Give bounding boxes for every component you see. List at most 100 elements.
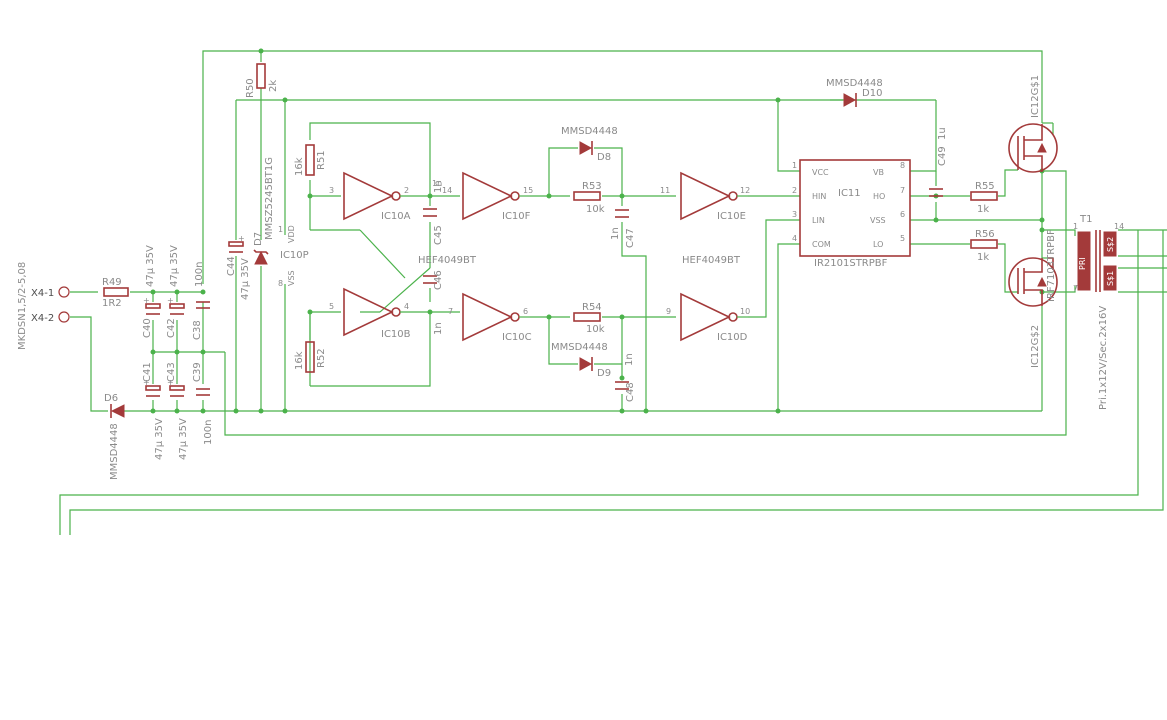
c45-name: C45 (433, 225, 444, 245)
ic10f-label: IC10F (502, 211, 531, 222)
capacitor-c46[interactable]: C46 1n (423, 270, 444, 335)
svg-text:2: 2 (404, 186, 409, 195)
d9-part: MMSD4448 (551, 342, 608, 353)
resistor-r52[interactable]: 16k R52 (294, 341, 327, 373)
d9-name: D9 (597, 368, 611, 379)
c49-value: 1u (937, 127, 948, 140)
r55-name: R55 (975, 181, 995, 192)
connector-x4[interactable]: X4-1 X4-2 MKDSN1,5/2-5,08 (17, 262, 70, 350)
inverter-ic10d[interactable]: 9 10 IC10D (666, 292, 750, 343)
resistor-r55[interactable]: R55 1k (970, 181, 998, 215)
svg-text:9: 9 (666, 307, 671, 316)
ic10c-label: IC10C (502, 332, 532, 343)
svg-text:HIN: HIN (812, 192, 826, 201)
resistor-r49[interactable]: R49 1R2 (102, 277, 129, 309)
inverter-ic10f[interactable]: 14 15 IC10F (442, 171, 533, 222)
mosfet-ic12g1[interactable]: IC12G$1 (1008, 75, 1058, 173)
mosfet-ic12g2[interactable]: IC12G$2 (1008, 257, 1058, 368)
capacitor-c49[interactable]: C49 1u (929, 127, 948, 197)
diode-d8[interactable]: D8 MMSD4448 (561, 126, 618, 163)
capacitor-c42[interactable]: + 47µ 35V C42 (166, 245, 185, 338)
d6-part: MMSD4448 (109, 423, 120, 480)
capacitor-c45[interactable]: 1n C45 (423, 180, 444, 245)
t1-name: T1 (1079, 214, 1092, 225)
r51-name: R51 (316, 150, 327, 170)
capacitor-c43[interactable]: + C43 47µ 35V (166, 362, 189, 460)
inverter-ic10b[interactable]: 5 4 IC10B (329, 287, 420, 340)
diode-d6[interactable]: D6 MMSD4448 (104, 393, 125, 480)
c47-name: C47 (625, 228, 636, 248)
ic10a-label: IC10A (381, 211, 411, 222)
capacitor-c38[interactable]: 100n C38 (192, 262, 210, 340)
capacitor-c48[interactable]: 1n C48 (615, 353, 636, 402)
d10-part: MMSD4448 (826, 78, 883, 89)
c38-value: 100n (194, 262, 205, 287)
terminal-x4-1[interactable] (58, 286, 70, 298)
svg-text:4: 4 (404, 302, 409, 311)
ic11-name: IC11 (838, 188, 861, 199)
r53-name: R53 (582, 181, 602, 192)
terminal-x4-2[interactable] (58, 311, 70, 323)
svg-text:VCC: VCC (812, 168, 829, 177)
transformer-t1[interactable]: T1 PRI S$2 S$1 1 7 14 Pri.1x12V/Sec.2x16… (1073, 214, 1124, 410)
svg-text:5: 5 (329, 302, 334, 311)
inverter-ic10e[interactable]: 11 12 IC10E (660, 171, 750, 222)
capacitor-c39[interactable]: C39 100n (192, 362, 214, 445)
diode-d9[interactable]: D9 MMSD4448 (551, 342, 611, 379)
hef4049-label-right: HEF4049BT (682, 255, 741, 266)
svg-text:LO: LO (873, 240, 883, 249)
svg-text:COM: COM (812, 240, 831, 249)
r54-name: R54 (582, 302, 602, 313)
capacitor-c40[interactable]: + 47µ 35V C40 (142, 245, 161, 338)
svg-text:8: 8 (900, 161, 905, 170)
resistor-r54[interactable]: R54 10k (573, 302, 605, 335)
r49-value: 1R2 (102, 298, 122, 309)
resistor-r53[interactable]: R53 10k (573, 181, 605, 215)
c40-value: 47µ 35V (145, 245, 156, 287)
svg-text:5: 5 (900, 234, 905, 243)
c46-name: C46 (433, 270, 444, 290)
svg-text:3: 3 (329, 186, 334, 195)
inverter-ic10c[interactable]: 7 6 IC10C (448, 292, 532, 343)
d8-name: D8 (597, 152, 611, 163)
inverter-power-ic10p: IC10P VDD VSS 1 8 (278, 225, 309, 288)
q2-name: IC12G$2 (1030, 325, 1041, 368)
r53-value: 10k (586, 204, 605, 215)
svg-text:1n: 1n (432, 179, 442, 188)
d6-name: D6 (104, 393, 118, 404)
r56-value: 1k (977, 252, 989, 263)
resistor-r51[interactable]: 16k R51 (294, 144, 327, 176)
label-x4-2: X4-2 (31, 313, 54, 324)
diode-d10[interactable]: D10 MMSD4448 (826, 78, 883, 107)
resistor-r50[interactable]: R50 2k (245, 63, 279, 98)
r52-value: 16k (294, 351, 305, 370)
svg-text:7: 7 (448, 307, 453, 316)
capacitor-c47[interactable]: 1n C47 (610, 209, 636, 248)
c45-value: 1n (433, 180, 444, 193)
c39-name: C39 (192, 362, 203, 382)
ic10e-label: IC10E (717, 211, 746, 222)
svg-text:7: 7 (900, 186, 905, 195)
r52-name: R52 (316, 348, 327, 368)
c43-name: C43 (166, 362, 177, 382)
capacitor-c41[interactable]: + C41 47µ 35V (142, 362, 165, 460)
svg-text:VB: VB (873, 168, 884, 177)
resistor-r56[interactable]: R56 1k (970, 229, 998, 263)
inverter-ic10a[interactable]: 3 2 IC10A (329, 171, 420, 222)
svg-text:8: 8 (278, 279, 283, 288)
gate-driver-ic11[interactable]: IC11 IR2101STRPBF VCC HIN LIN COM VB HO … (792, 159, 911, 269)
hef4049-label-left: HEF4049BT (418, 255, 477, 266)
c46-value: 1n (433, 322, 444, 335)
svg-text:1: 1 (1073, 222, 1078, 231)
label-x4-1: X4-1 (31, 288, 54, 299)
svg-text:LIN: LIN (812, 216, 825, 225)
zener-d7[interactable]: D7 MMSZ5245BT1G (253, 157, 275, 265)
svg-text:10: 10 (740, 307, 750, 316)
r54-value: 10k (586, 324, 605, 335)
r56-name: R56 (975, 229, 995, 240)
t1-s2-label: S$2 (1106, 237, 1115, 252)
capacitor-c44[interactable]: + C44 47µ 35V (226, 234, 251, 300)
c47-value: 1n (610, 227, 621, 240)
t1-pri-label: PRI (1078, 257, 1087, 270)
vss-label: VSS (287, 270, 296, 286)
